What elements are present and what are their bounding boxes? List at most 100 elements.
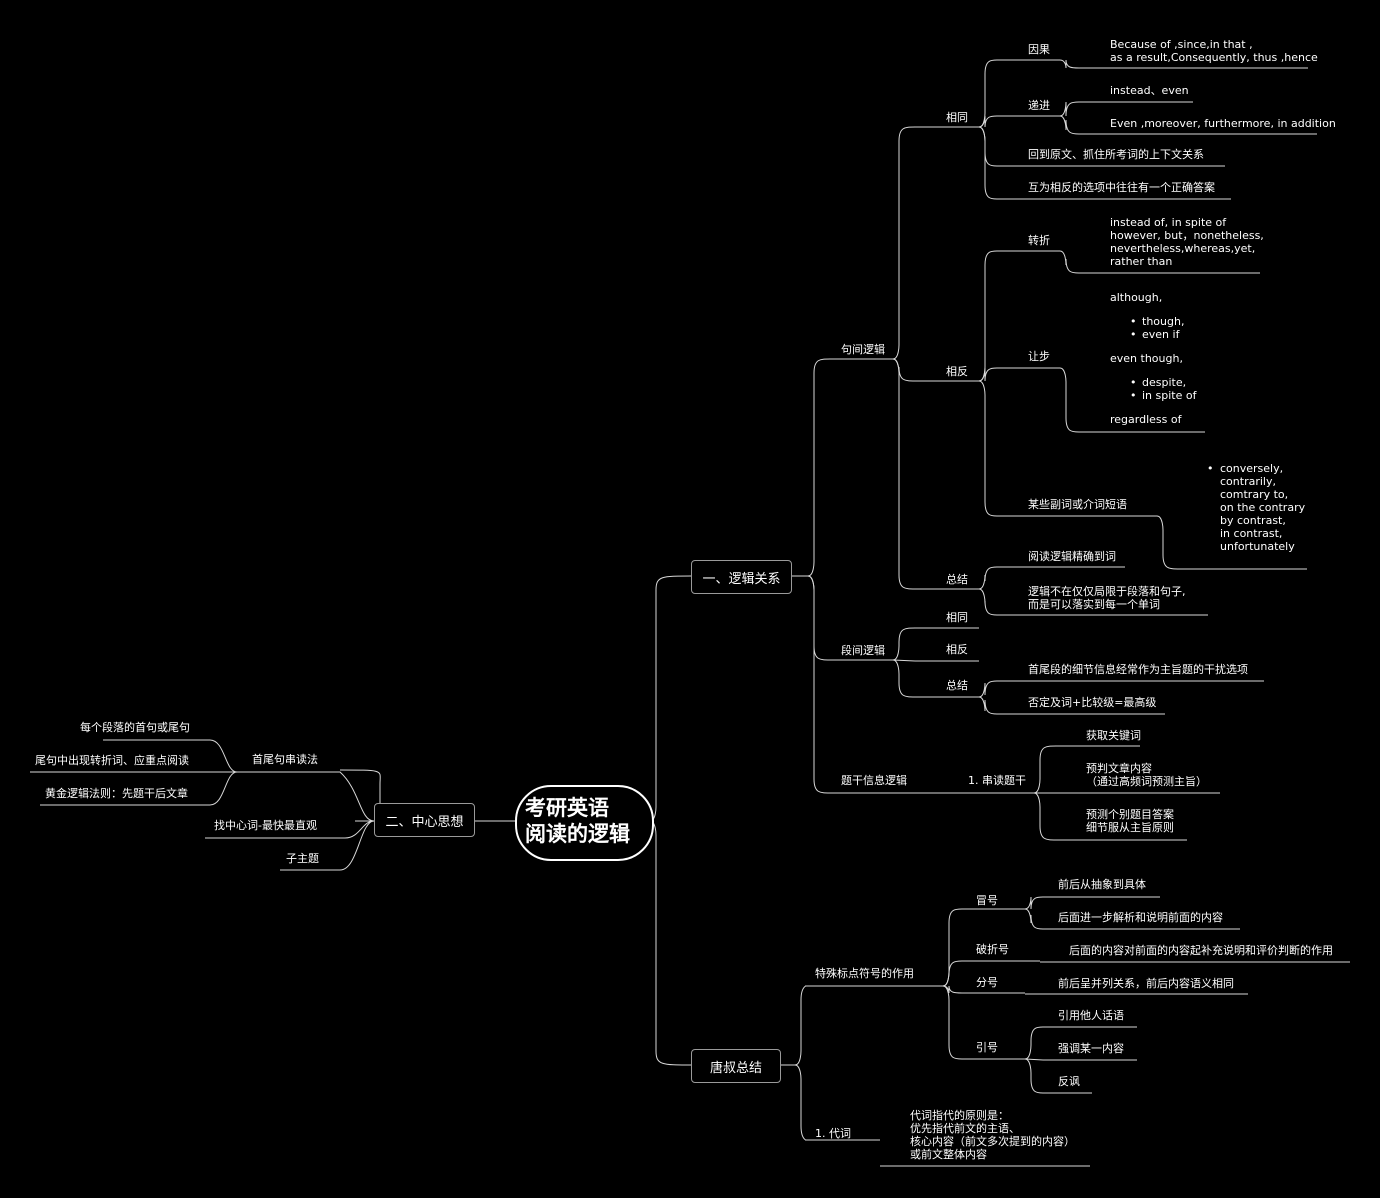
topic-concede[interactable]: 让步 xyxy=(1028,350,1050,363)
list-item[interactable]: though, xyxy=(1130,315,1184,328)
list-item[interactable]: despite, xyxy=(1130,376,1196,389)
connector xyxy=(1024,1058,1044,1094)
connector xyxy=(1033,745,1057,794)
progress-words-2[interactable]: Even ,moreover, furthermore, in addition xyxy=(1110,117,1336,130)
quote-item-2[interactable]: 强调某一内容 xyxy=(1058,1042,1124,1055)
connector xyxy=(1059,115,1080,135)
list-item[interactable]: in spite of xyxy=(1130,389,1196,402)
topic-subtopic[interactable]: 子主题 xyxy=(286,852,319,865)
cause-words[interactable]: Because of ,since,in that , as a result,… xyxy=(1110,38,1318,64)
same-tip-1[interactable]: 回到原文、抓住所考词的上下文关系 xyxy=(1028,148,1204,161)
topic-colon[interactable]: 冒号 xyxy=(976,894,998,907)
stem-key-1[interactable]: 获取关键词 xyxy=(1086,729,1141,742)
topic-turn[interactable]: 转折 xyxy=(1028,234,1050,247)
connector xyxy=(649,575,692,822)
method-item-3[interactable]: 黄金逻辑法则：先题干后文章 xyxy=(45,787,188,800)
connector xyxy=(339,820,375,871)
topic-paragraph-logic[interactable]: 段间逻辑 xyxy=(841,644,885,657)
branch-tang[interactable]: 唐叔总结 xyxy=(691,1049,781,1083)
pronoun-desc[interactable]: 代词指代的原则是： 优先指代前文的主语、 核心内容（前文多次提到的内容） 或前文… xyxy=(910,1109,1075,1161)
branch-logic-label: 一、逻辑关系 xyxy=(702,571,781,587)
stem-key-2[interactable]: 预判文章内容 （通过高频词预测主旨） xyxy=(1086,762,1207,788)
topic-pronoun[interactable]: 1. 代词 xyxy=(815,1127,851,1140)
connector xyxy=(942,985,963,1060)
quote-item-1[interactable]: 引用他人话语 xyxy=(1058,1009,1124,1022)
sentence-summary-2[interactable]: 逻辑不在仅仅局限于段落和句子, 而是可以落实到每一个单词 xyxy=(1028,585,1186,611)
dash-item-1[interactable]: 后面的内容对前面的内容起补充说明和评价判断的作用 xyxy=(1069,944,1333,957)
connector xyxy=(1024,1058,1044,1061)
topic-opposite[interactable]: 相反 xyxy=(946,365,968,378)
topic-paragraph-summary[interactable]: 总结 xyxy=(946,679,968,692)
method-item-2[interactable]: 尾句中出现转折词、应重点阅读 xyxy=(35,754,189,767)
concede-line-2[interactable]: even though, xyxy=(1110,352,1183,365)
connector xyxy=(892,659,916,698)
connector xyxy=(344,820,375,839)
connector xyxy=(1033,792,1057,841)
connector xyxy=(649,820,692,1066)
connector xyxy=(978,566,998,590)
concede-list-2: despite, in spite of xyxy=(1130,376,1196,402)
branch-center[interactable]: 二、中心思想 xyxy=(374,803,475,837)
same-tip-2[interactable]: 互为相反的选项中往往有一个正确答案 xyxy=(1028,181,1215,194)
semicolon-item-1[interactable]: 前后呈并列关系，前后内容语义相同 xyxy=(1058,977,1234,990)
topic-dash[interactable]: 破折号 xyxy=(976,943,1009,956)
topic-punctuation[interactable]: 特殊标点符号的作用 xyxy=(815,967,914,980)
branch-center-label: 二、中心思想 xyxy=(385,814,464,830)
connector xyxy=(330,771,375,822)
colon-item-1[interactable]: 前后从抽象到具体 xyxy=(1058,878,1146,891)
topic-sentence-logic[interactable]: 句间逻辑 xyxy=(841,343,885,356)
method-item-1[interactable]: 每个段落的首句或尾句 xyxy=(80,721,190,734)
quote-item-3[interactable]: 反讽 xyxy=(1058,1075,1080,1088)
connector xyxy=(1059,250,1080,274)
connector xyxy=(794,985,806,1066)
connector xyxy=(892,659,916,662)
connector xyxy=(794,1064,806,1141)
connector xyxy=(978,367,998,382)
list-item[interactable]: even if xyxy=(1130,328,1184,341)
topic-stem-logic[interactable]: 题干信息逻辑 xyxy=(841,774,907,787)
paragraph-opposite[interactable]: 相反 xyxy=(946,643,968,656)
topic-cause[interactable]: 因果 xyxy=(1028,43,1050,56)
connector xyxy=(1059,101,1080,117)
topic-same[interactable]: 相同 xyxy=(946,111,968,124)
connector xyxy=(807,575,831,794)
progress-words-1[interactable]: instead、even xyxy=(1110,84,1189,97)
topic-center-keyword[interactable]: 找中心词-最快最直观 xyxy=(214,819,317,832)
topic-semicolon[interactable]: 分号 xyxy=(976,976,998,989)
turn-words[interactable]: instead of, in spite of however, but，non… xyxy=(1110,216,1264,268)
paragraph-summary-1[interactable]: 首尾段的细节信息经常作为主旨题的干扰选项 xyxy=(1028,663,1248,676)
topic-adverb[interactable]: 某些副词或介词短语 xyxy=(1028,498,1127,511)
connector xyxy=(892,358,916,382)
connector xyxy=(978,59,998,128)
connector xyxy=(1024,908,1044,930)
connector xyxy=(209,771,238,806)
connector xyxy=(807,358,831,577)
connector xyxy=(978,250,998,382)
concede-line-3[interactable]: regardless of xyxy=(1110,413,1182,426)
root-topic[interactable]: 考研英语 阅读的逻辑 xyxy=(515,785,654,861)
concede-list-1: though, even if xyxy=(1130,315,1184,341)
adverb-bullet: • xyxy=(1207,462,1214,475)
topic-progress[interactable]: 递进 xyxy=(1028,99,1050,112)
connector xyxy=(942,908,963,987)
colon-item-2[interactable]: 后面进一步解析和说明前面的内容 xyxy=(1058,911,1223,924)
branch-logic[interactable]: 一、逻辑关系 xyxy=(691,560,792,594)
adverb-words[interactable]: conversely, contrarily, comtrary to, on … xyxy=(1220,462,1306,553)
connector xyxy=(978,680,998,698)
stem-key-3[interactable]: 预测个别题目答案 细节服从主旨原则 xyxy=(1086,808,1174,834)
paragraph-same[interactable]: 相同 xyxy=(946,611,968,624)
topic-sentence-summary[interactable]: 总结 xyxy=(946,573,968,586)
connector xyxy=(1156,515,1181,570)
sentence-summary-1[interactable]: 阅读逻辑精确到词 xyxy=(1028,550,1116,563)
connector xyxy=(892,627,916,661)
stem-read[interactable]: 1. 串读题干 xyxy=(968,774,1026,787)
concede-line-1[interactable]: although, xyxy=(1110,291,1163,304)
paragraph-summary-2[interactable]: 否定及词+比较级=最高级 xyxy=(1028,696,1157,709)
connector xyxy=(978,115,998,128)
connector xyxy=(1059,367,1080,433)
topic-quote[interactable]: 引号 xyxy=(976,1041,998,1054)
connector xyxy=(209,739,238,773)
topic-head-tail-method[interactable]: 首尾句串读法 xyxy=(252,753,318,766)
connector xyxy=(978,126,998,200)
